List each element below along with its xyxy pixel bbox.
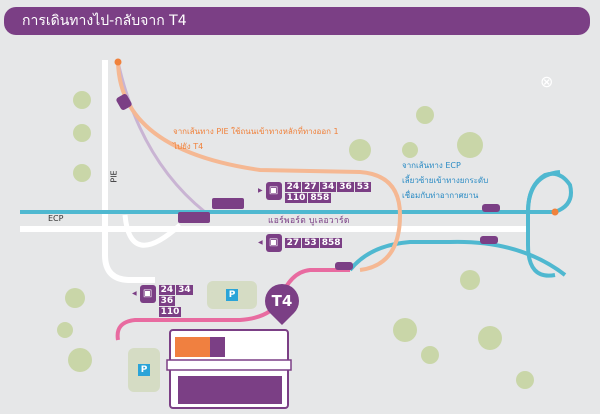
terminal-label: T4: [271, 292, 293, 310]
bus-route: 110: [158, 307, 182, 317]
bus-route: 36: [158, 296, 176, 306]
parking-icon: P: [138, 364, 150, 376]
pie-note-line1: จากเส้นทาง PIE ใช้ถนนเข้าทางหลักที่ทางออ…: [173, 127, 339, 136]
road-label-pie: PIE: [109, 170, 119, 183]
ecp-directions: จากเส้นทาง ECP เลี้ยวซ้ายเข้าทางยกระดับ …: [402, 158, 488, 203]
page-title: การเดินทางไป-กลับจาก T4: [4, 7, 590, 35]
bus-route: 858: [308, 193, 332, 203]
parking-area-2: P: [128, 348, 160, 392]
ecp-note-line3: เชื่อมกับท่าอากาศยาน: [402, 191, 479, 200]
bus-route: 53: [354, 182, 372, 192]
bus-route: 27: [284, 238, 302, 248]
bus-icon: ▣: [265, 182, 282, 200]
bus-icon: ▣: [265, 234, 282, 252]
compass-icon: ⊗: [540, 72, 554, 91]
pie-directions: จากเส้นทาง PIE ใช้ถนนเข้าทางหลักที่ทางออ…: [173, 124, 339, 154]
trees: [57, 91, 534, 389]
bus-route: 24: [158, 285, 176, 295]
bus-route: 110: [284, 193, 308, 203]
bus-route: 24: [284, 182, 302, 192]
ecp-note-line1: จากเส้นทาง ECP: [402, 161, 461, 170]
ecp-note-line2: เลี้ยวซ้ายเข้าทางยกระดับ: [402, 176, 489, 185]
bus-route: 858: [319, 238, 343, 248]
terminal-marker: T4: [257, 276, 307, 326]
road-label-boulevard: แอร์พอร์ต บูเลอวาร์ด: [268, 216, 350, 226]
bus-route: 34: [319, 182, 337, 192]
parking-icon: P: [226, 289, 238, 301]
bus-route: 53: [302, 238, 319, 248]
road-label-ecp: ECP: [48, 214, 64, 223]
parking-area-1: P: [207, 281, 257, 309]
bus-route: 27: [302, 182, 319, 192]
bus-icon: ▣: [139, 285, 156, 303]
bus-route: 34: [176, 285, 193, 295]
pie-note-line2: ไปยัง T4: [173, 142, 204, 151]
bus-route: 36: [337, 182, 354, 192]
